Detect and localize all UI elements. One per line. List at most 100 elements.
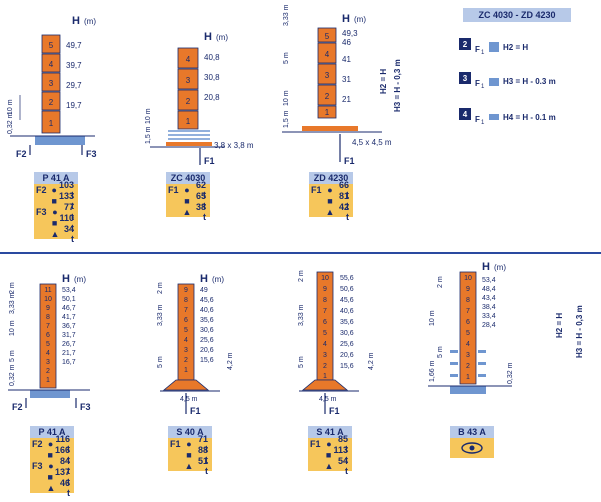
section-num: 4 [325,50,330,59]
height-value: 19,7 [66,101,82,110]
eye-icon [450,438,494,458]
row-value: 77 t [63,201,74,222]
height-value: 26,7 [62,341,76,348]
height-value: 46 [342,38,351,47]
h-label: H [482,261,490,273]
dim-label: 4,5 m [180,396,198,403]
row-value: 62 t [195,179,206,200]
dim-label: 2 m [437,276,444,288]
dim-label: 1,5 m [145,126,152,144]
ballast-plates [168,130,210,140]
legend-eq: H4 = H - 0.1 m [503,113,556,122]
section-num: 2 [466,363,470,370]
circle-icon: ● [186,438,192,449]
circle-icon: ● [51,184,57,195]
table-row: F3●84 t [30,456,74,476]
section-num: 5 [184,327,188,334]
h-label: H [62,273,70,285]
table-row: ■81 t [309,191,353,211]
section-num: 10 [44,296,52,303]
dim-label: 5 m [157,356,164,368]
base-block [450,386,486,394]
section-num: 6 [184,317,188,324]
dim-label: 1,5 m [283,110,290,128]
section-num: 2 [184,357,188,364]
p41a-top-drawing: H (m) 5 4 3 2 1 49,7 39,7 29,7 19,7 10 m… [7,15,97,159]
circle-icon: ● [326,438,332,449]
height-value: 31 [342,75,351,84]
section-num: 1 [466,374,470,381]
section-num: 4 [184,337,188,344]
table-row: ▲54 t [308,456,352,476]
force-label: F2 [16,149,27,159]
legend-eq: H2 = H [503,43,528,52]
height-value: 55,6 [340,275,354,282]
panel-s40a: H (m) 9 8 7 6 5 4 3 2 1 49 45,6 40,6 35,… [140,258,270,418]
table-row: ■65 t [166,191,210,211]
section-num: 11 [44,287,51,294]
section-num: 5 [46,341,50,348]
legend-item: 2 F 1 H2 = H [459,38,528,56]
section-num: 3 [325,71,330,80]
row-label: F3 [32,460,43,471]
row-value: 84 t [59,455,70,476]
height-value: 49 [200,287,208,294]
legend-force: F [475,79,480,88]
section-num: 4 [46,350,50,357]
row-label: F2 [36,184,47,195]
base-block [30,390,70,398]
circle-icon: ● [327,184,333,195]
h-unit: (m) [494,263,506,272]
section-num: 1 [49,119,54,128]
force-label: F1 [344,156,355,166]
p41a-bottom-drawing: H (m) 11 10 9 8 7 6 5 4 3 2 1 53,4 50,1 … [8,273,91,412]
section-num: 5 [323,330,327,337]
section-num: 5 [466,330,470,337]
circle-icon: ● [184,184,190,195]
height-value: 35,6 [340,319,354,326]
height-value: 50,6 [340,286,354,293]
row-value: 166 t [54,444,70,465]
height-value: 28,4 [482,322,496,329]
height-value: 20,6 [340,352,354,359]
section-num: 1 [323,373,327,380]
dim-label: 10 m [283,90,290,106]
dim-label: 3,33 m [9,292,16,314]
height-value: 53,4 [482,277,496,284]
weight-icon: ▲ [184,460,194,471]
zd4230-drawing: H (m) 5 4 3 2 1 49,3 46 41 31 21 3,33 m … [282,4,402,166]
table-row: F1●62 t [166,180,210,200]
dim-label: 4,2 m [227,352,234,370]
square-icon: ■ [186,449,192,460]
row-label: F3 [36,206,47,217]
legend-item: 3 F 1 H3 = H - 0.3 m [459,72,556,90]
dim-label: 5 m [9,350,16,362]
legend-num: 4 [463,110,468,119]
section-num: 6 [323,319,327,326]
h-unit: (m) [212,275,224,284]
section-num: 1 [186,117,191,126]
height-value: 40,8 [204,53,220,62]
height-value: 16,7 [62,359,76,366]
row-value: 85 t [337,433,348,454]
height-value: 15,6 [340,363,354,370]
section-num: 9 [466,286,470,293]
section-num: 2 [325,92,330,101]
table-title: ZD 4230 [309,172,353,184]
table-row: ■110 t [34,213,78,233]
tower-sections: 10 9 8 7 6 5 4 3 2 1 [316,271,334,381]
dim-label: H3 = H - 0,3 m [575,305,584,358]
height-value: 38,4 [482,304,496,311]
section-num: 2 [186,97,191,106]
height-value: 21 [342,95,351,104]
table-row: ▲51 t [168,456,212,476]
dim-label: 3,33 m [298,304,305,326]
row-value: 42 t [338,201,349,222]
section-num: 3 [323,352,327,359]
h-unit: (m) [354,15,366,24]
height-labels: 49,7 39,7 29,7 19,7 [66,41,82,110]
section-num: 7 [184,307,188,314]
section-num: 6 [466,319,470,326]
base-frame [301,379,349,391]
table-row: F2●116 t [30,434,74,454]
